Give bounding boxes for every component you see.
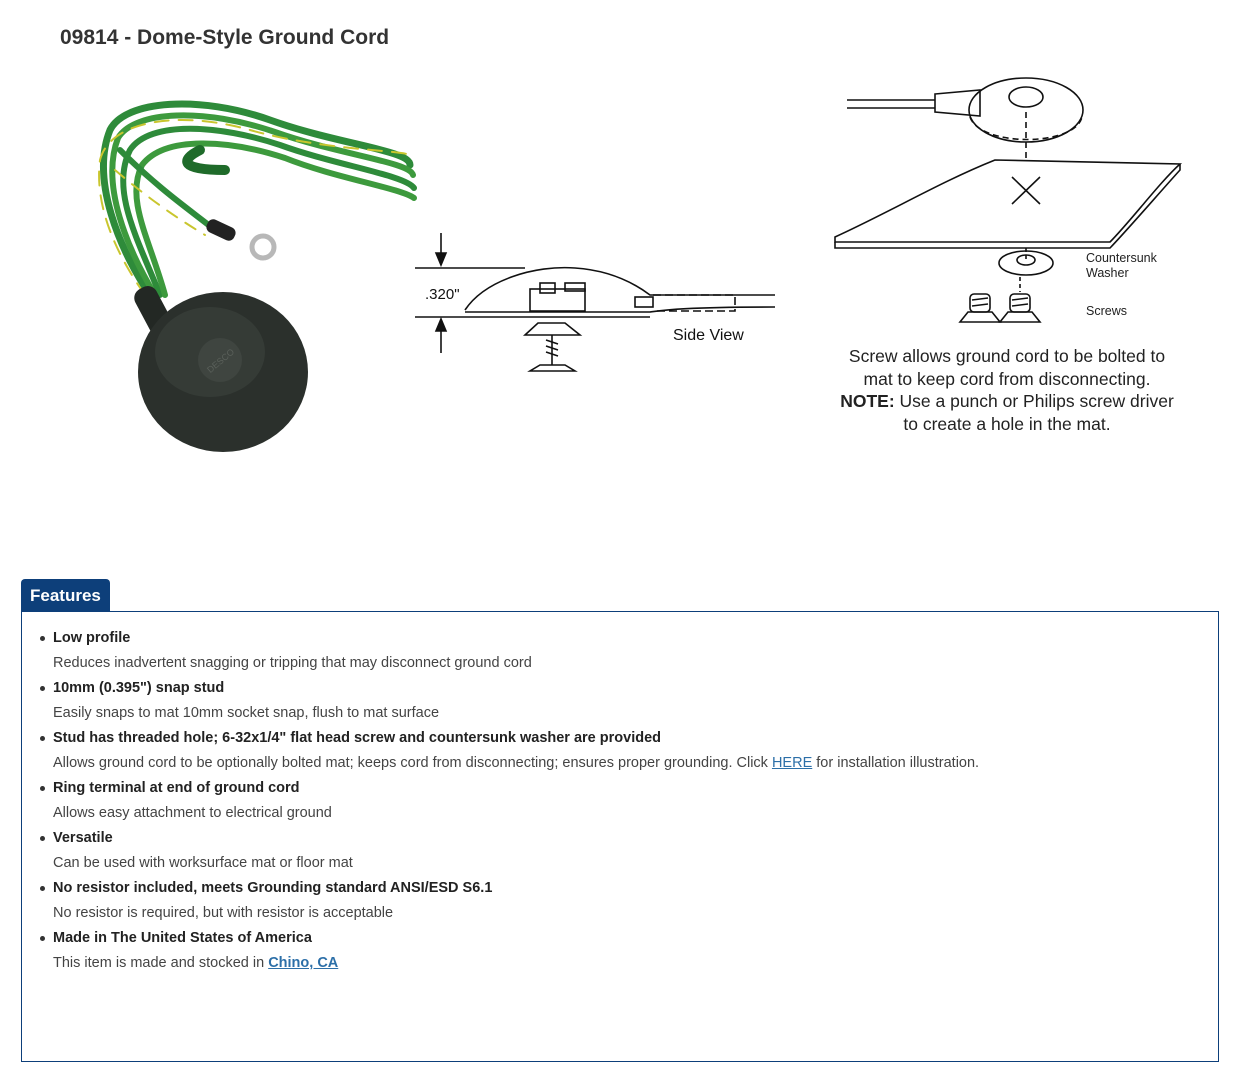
feature-description: Easily snaps to mat 10mm socket snap, fl… (53, 705, 440, 721)
feature-title: Stud has threaded hole; 6-32x1/4" flat h… (53, 730, 662, 746)
caption-line: to create a hole in the mat. (903, 413, 1111, 434)
feature-item: Low profile Reduces inadvertent snagging… (40, 628, 1213, 678)
feature-description-text: for installation illustration. (812, 755, 980, 771)
bullet-icon (40, 936, 45, 941)
screws-label: Screws (1086, 304, 1127, 318)
washer-label: Washer (1086, 266, 1129, 280)
exploded-view-diagram: Countersunk Washer Screws (834, 77, 1183, 323)
bullet-icon (40, 686, 45, 691)
caption-note: NOTE: Use a punch or Philips screw drive… (812, 390, 1202, 413)
feature-title: Made in The United States of America (53, 930, 312, 946)
page-title: 09814 - Dome-Style Ground Cord (60, 26, 390, 49)
feature-description: This item is made and stocked in Chino, … (53, 953, 1213, 978)
feature-item: Ring terminal at end of ground cord Allo… (40, 778, 1213, 828)
features-tab[interactable]: Features (21, 579, 110, 612)
bullet-icon (40, 636, 45, 641)
dimension-label: .320" (425, 286, 460, 303)
features-list: Low profile Reduces inadvertent snagging… (40, 628, 1213, 978)
countersunk-label: Countersunk (1086, 251, 1158, 265)
feature-title: Ring terminal at end of ground cord (53, 780, 300, 796)
features-panel: Low profile Reduces inadvertent snagging… (21, 611, 1219, 1062)
feature-item: Versatile Can be used with worksurface m… (40, 828, 1213, 878)
feature-description-text: This item is made and stocked in (53, 955, 269, 971)
feature-title: No resistor included, meets Grounding st… (53, 880, 493, 896)
note-label: NOTE: (840, 391, 895, 411)
feature-description: No resistor is required, but with resist… (53, 905, 394, 921)
feature-item: 10mm (0.395") snap stud Easily snaps to … (40, 678, 1213, 728)
feature-item: No resistor included, meets Grounding st… (40, 878, 1213, 928)
feature-title: 10mm (0.395") snap stud (53, 680, 225, 696)
feature-description: Reduces inadvertent snagging or tripping… (53, 655, 532, 671)
caption-line: Screw allows ground cord to be bolted to (848, 346, 1166, 366)
note-text: Use a punch or Philips screw driver (894, 391, 1174, 411)
feature-title: Versatile (53, 830, 113, 846)
diagram-caption: Screw allows ground cord to be bolted to… (812, 345, 1202, 435)
bullet-icon (40, 736, 45, 741)
location-link[interactable]: Chino, CA (268, 955, 339, 971)
feature-description: Can be used with worksurface mat or floo… (53, 855, 353, 871)
side-view-label: Side View (673, 327, 744, 344)
side-view-diagram: .320" Side View (415, 233, 776, 372)
caption-line: mat to keep cord from disconnecting. (863, 368, 1151, 389)
feature-item: Made in The United States of America Thi… (40, 928, 1213, 978)
product-photo: DESCO (98, 100, 417, 452)
installation-illustration-link[interactable]: HERE (771, 755, 813, 771)
feature-title: Low profile (53, 630, 131, 646)
feature-description: Allows easy attachment to electrical gro… (53, 805, 332, 821)
feature-item: Stud has threaded hole; 6-32x1/4" flat h… (40, 728, 1213, 778)
feature-description: Allows ground cord to be optionally bolt… (53, 753, 1213, 778)
bullet-icon (40, 886, 45, 891)
bullet-icon (40, 836, 45, 841)
feature-description-text: Allows ground cord to be optionally bolt… (53, 755, 772, 771)
bullet-icon (40, 786, 45, 791)
